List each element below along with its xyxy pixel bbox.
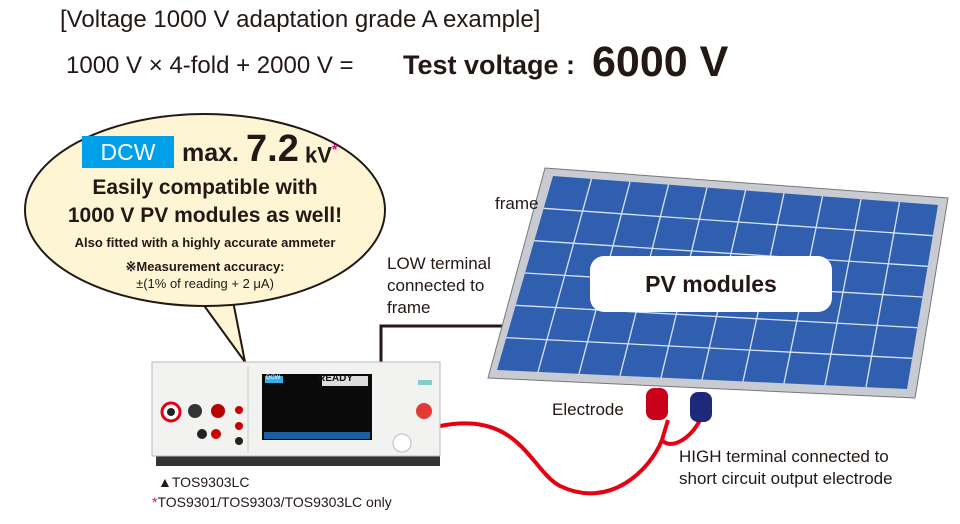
dcw-badge: DCW	[82, 136, 174, 168]
accuracy-label: ※Measurement accuracy:	[125, 259, 285, 274]
bubble-line-3: Also fitted with a highly accurate ammet…	[74, 235, 336, 250]
page-title: [Voltage 1000 V adaptation grade A examp…	[60, 6, 541, 33]
low-wire	[379, 324, 506, 362]
pv-modules-label: PV modules	[590, 256, 832, 312]
asterisk: *	[331, 141, 338, 157]
screen-mode: DCW	[266, 375, 281, 381]
panel-col-line	[537, 178, 593, 373]
low-terminal-label: LOW terminal connected to frame	[387, 253, 491, 319]
high-wire	[439, 419, 702, 496]
high-terminal-label: HIGH terminal connected to short circuit…	[679, 446, 893, 490]
voltage-formula: 1000 V × 4-fold + 2000 V =	[66, 52, 354, 79]
panel-col-line	[865, 201, 901, 388]
panel-col-line	[824, 199, 862, 386]
electrode-label: Electrode	[552, 400, 624, 419]
max-voltage-value: 7.2	[246, 128, 299, 170]
low-line-3: frame	[387, 298, 431, 317]
note-asterisk: *	[152, 494, 158, 510]
max-voltage-unit: kV*	[305, 141, 337, 168]
electrode-blue	[690, 392, 712, 422]
bubble-line-2: 1000 V PV modules as well!	[67, 204, 343, 227]
bubble-line-1: Easily compatible with	[92, 176, 318, 199]
unit: kV	[305, 142, 332, 168]
max-label: max.	[182, 139, 239, 167]
accuracy-value: ±(1% of reading + 2 μA)	[136, 276, 274, 291]
low-line-1: LOW terminal	[387, 254, 491, 273]
model-caption: ▲TOS9303LC	[158, 474, 250, 490]
high-line-1: HIGH terminal connected to	[679, 447, 889, 466]
low-line-2: connected to	[387, 276, 485, 295]
high-line-2: short circuit output electrode	[679, 469, 893, 488]
note-caption: *TOS9301/TOS9303/TOS9303LC only	[152, 494, 392, 510]
test-voltage-value: 6000 V	[592, 38, 729, 86]
tos9303lc-instrument	[151, 361, 441, 466]
test-voltage-label: Test voltage :	[403, 50, 576, 80]
frame-label: frame	[495, 194, 539, 213]
screen-status: READY	[318, 373, 354, 384]
electrode-red	[646, 388, 668, 420]
note-text: TOS9301/TOS9303/TOS9303LC only	[157, 494, 392, 510]
